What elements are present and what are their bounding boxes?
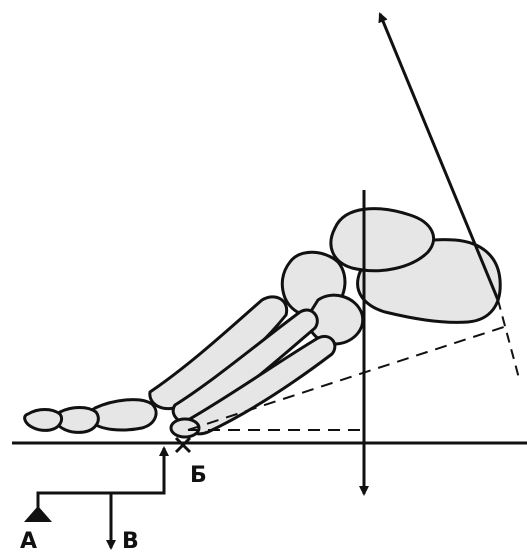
- label-a: А: [20, 529, 37, 554]
- muscle-force-arrow: [378, 12, 500, 301]
- pivot-cross-mark: [174, 436, 192, 454]
- talus-bone: [329, 207, 435, 273]
- metatarsal-bone: [184, 335, 337, 436]
- lever-bracket: [36, 490, 166, 514]
- sesamoid-bone: [169, 417, 201, 439]
- phalanx-bone: [23, 408, 64, 432]
- force-line-extension: [497, 299, 521, 383]
- phalanx-bone: [88, 398, 158, 432]
- fulcrum-triangle-icon: [24, 506, 52, 522]
- dashed-reference-lines: [187, 324, 511, 431]
- foot-skeleton: [23, 207, 502, 439]
- label-b: Б: [190, 463, 207, 488]
- label-v: В: [122, 529, 139, 554]
